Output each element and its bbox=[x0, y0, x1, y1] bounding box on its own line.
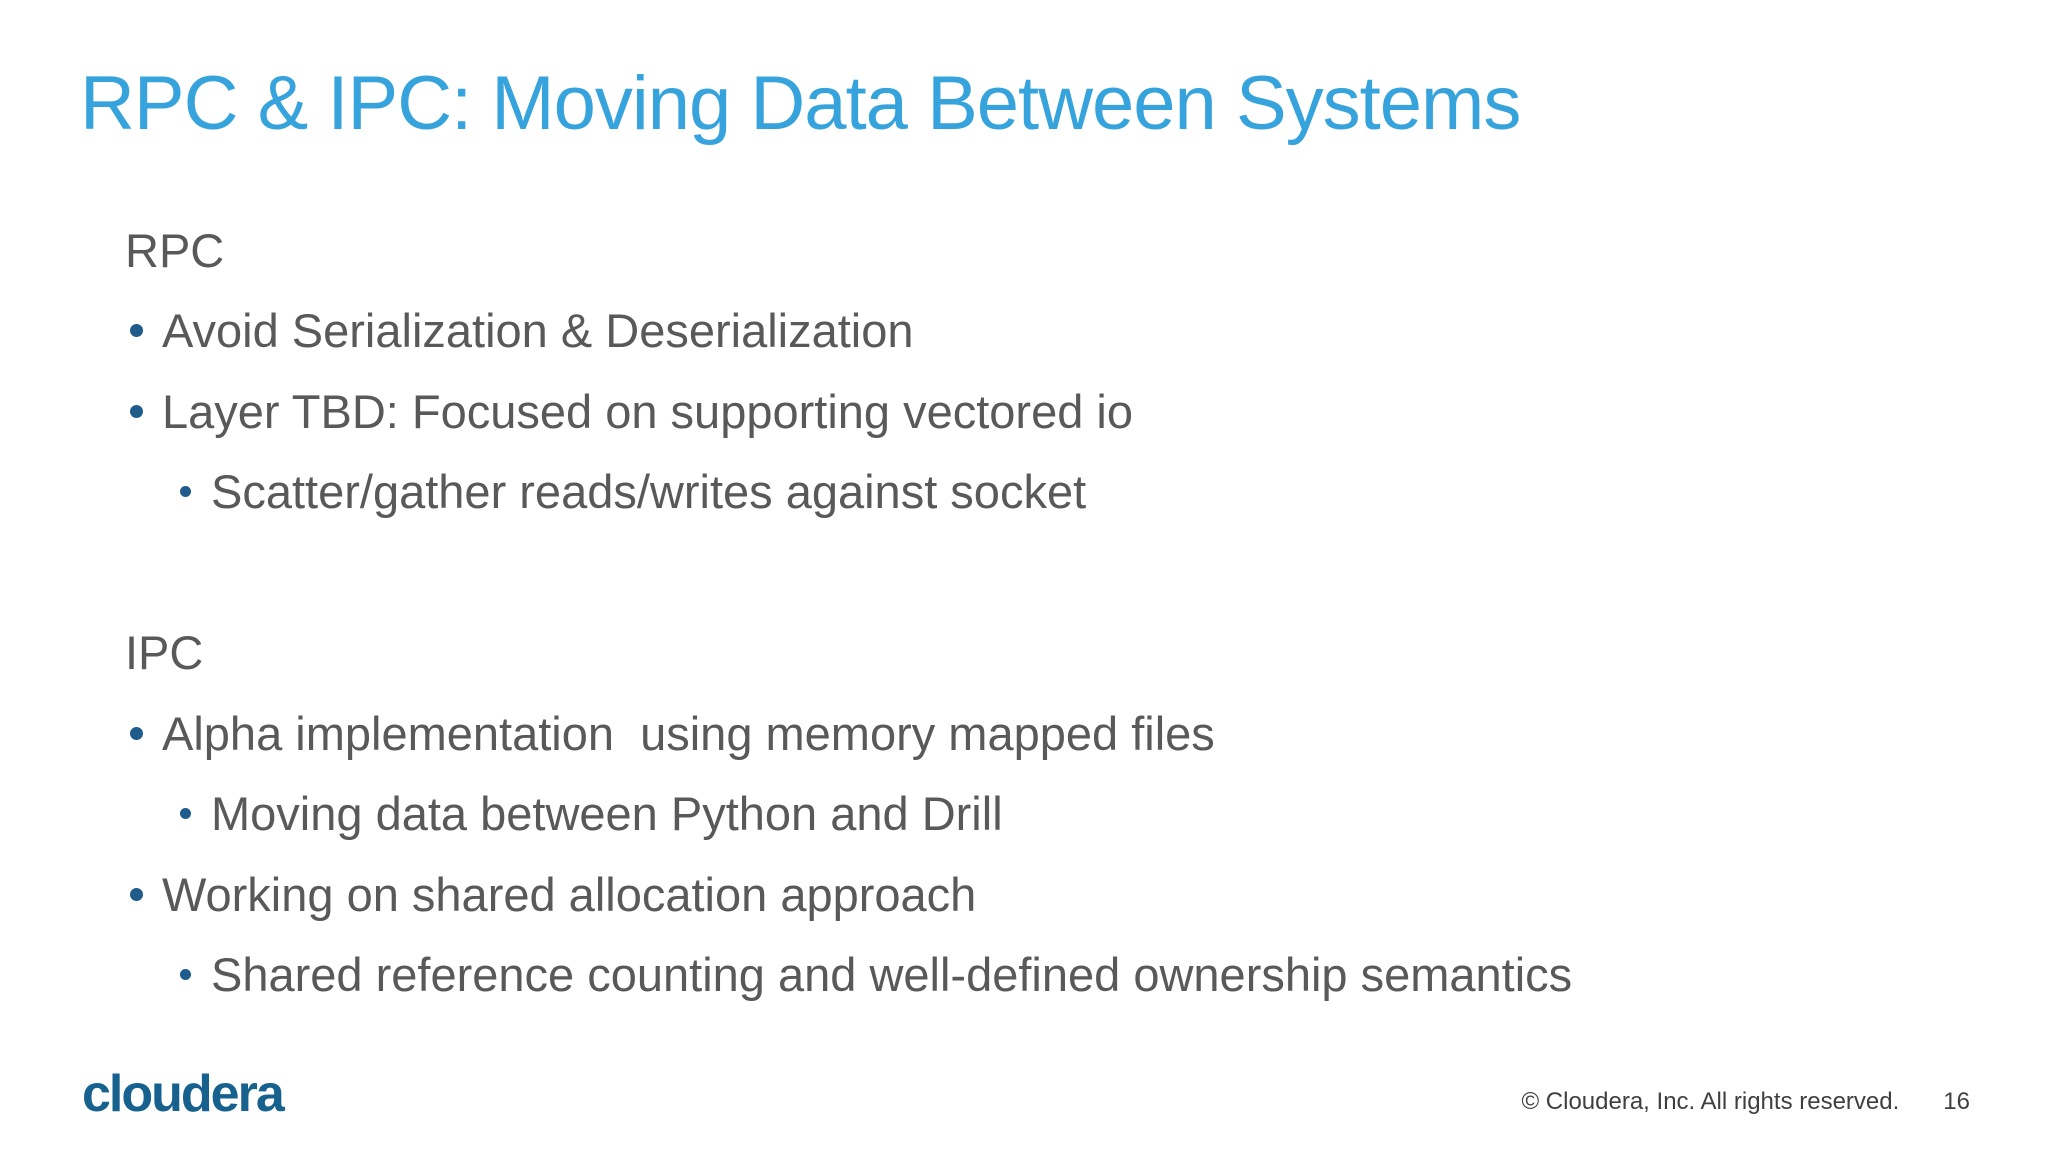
bullet-subitem: Shared reference counting and well-defin… bbox=[125, 935, 1925, 1016]
bullet-dot-icon bbox=[180, 808, 191, 820]
bullet-dot-icon bbox=[130, 324, 143, 338]
bullet-dot-icon bbox=[130, 404, 143, 418]
bullet-subitem: Scatter/gather reads/writes against sock… bbox=[125, 452, 1925, 533]
bullet-subitem: Moving data between Python and Drill bbox=[125, 774, 1925, 855]
bullet-item-label: Layer TBD: Focused on supporting vectore… bbox=[162, 384, 1134, 438]
bullet-item-label: Scatter/gather reads/writes against sock… bbox=[211, 465, 1087, 519]
bullet-dot-icon bbox=[180, 969, 191, 981]
section-heading-ipc: IPC bbox=[125, 613, 1925, 694]
section-heading-label: RPC bbox=[125, 223, 225, 277]
bullet-item: Alpha implementation using memory mapped… bbox=[125, 693, 1925, 774]
bullet-dot-icon bbox=[180, 486, 191, 498]
bullet-item-label: Shared reference counting and well-defin… bbox=[211, 948, 1573, 1002]
bullet-item-label: Avoid Serialization & Deserialization bbox=[162, 304, 914, 358]
cloudera-logo: cloudera bbox=[82, 1065, 285, 1123]
bullet-item-label: Moving data between Python and Drill bbox=[211, 787, 1003, 841]
section-heading-rpc: RPC bbox=[125, 210, 1925, 291]
bullet-dot-icon bbox=[130, 887, 143, 901]
page-title: RPC & IPC: Moving Data Between Systems bbox=[80, 61, 1521, 146]
section-heading-label: IPC bbox=[125, 626, 204, 680]
bullet-list: RPC Avoid Serialization & Deserializatio… bbox=[125, 210, 1925, 1015]
section-spacer bbox=[125, 532, 1925, 613]
bullet-item: Avoid Serialization & Deserialization bbox=[125, 291, 1925, 372]
bullet-item: Layer TBD: Focused on supporting vectore… bbox=[125, 371, 1925, 452]
footer: © Cloudera, Inc. All rights reserved. 16 bbox=[1521, 1088, 1970, 1116]
bullet-item-label: Working on shared allocation approach bbox=[162, 867, 977, 921]
footer-copyright: © Cloudera, Inc. All rights reserved. bbox=[1521, 1088, 1900, 1115]
bullet-item-label: Alpha implementation using memory mapped… bbox=[162, 706, 1215, 760]
bullet-dot-icon bbox=[130, 726, 143, 740]
page-number: 16 bbox=[1943, 1088, 1970, 1115]
bullet-item: Working on shared allocation approach bbox=[125, 854, 1925, 935]
